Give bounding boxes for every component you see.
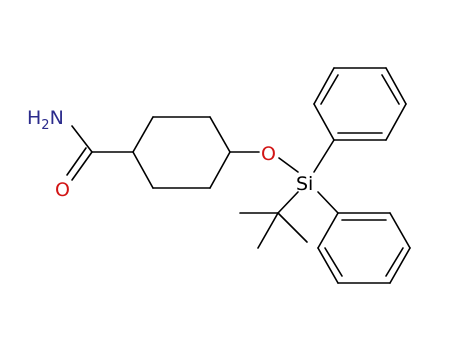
lower-phenyl-inner-2 <box>385 247 404 277</box>
ether-linkage <box>229 151 299 173</box>
upper-phenyl-inner-2 <box>381 74 400 105</box>
bond-oxygen-to-silicon <box>278 157 299 173</box>
amide-group <box>66 125 134 181</box>
upper-phenyl-bond-5 <box>385 103 407 141</box>
ring-bond-3 <box>209 116 231 153</box>
upper-phenyl-inner-1 <box>320 74 339 105</box>
bond-carbonyl-to-nitrogen <box>71 125 93 153</box>
bond-si-to-tbutyl <box>277 191 299 214</box>
bond-carbonyl-double-1 <box>71 151 93 181</box>
bond-si-to-upper-phenyl <box>313 139 335 173</box>
ether-oxygen-label: O <box>261 143 276 165</box>
lower-phenyl-bond-6 <box>317 212 339 249</box>
bond-carbonyl-double-2 <box>66 147 87 176</box>
upper-phenyl-bond-4 <box>385 67 407 105</box>
upper-phenyl-bond-2 <box>313 67 335 105</box>
cyclohexane-ring <box>132 116 231 189</box>
bond-si-to-lower-phenyl <box>317 191 339 214</box>
tert-butyl-group <box>239 212 308 249</box>
lower-phenyl-ring <box>317 212 411 284</box>
tbutyl-methyl-down <box>257 212 279 249</box>
lower-phenyl-inner-3 <box>324 247 343 277</box>
upper-phenyl-ring <box>313 67 407 141</box>
amide-nh2-label: H2N <box>27 107 64 133</box>
tbutyl-methyl-right <box>277 212 308 243</box>
lower-phenyl-bond-2 <box>389 212 411 249</box>
ring-bond-6 <box>132 151 154 189</box>
lower-phenyl-bond-3 <box>389 247 411 284</box>
silicon-bonds <box>277 139 339 214</box>
carbonyl-oxygen-label: O <box>55 179 70 201</box>
ring-bond-4 <box>209 151 231 189</box>
silicon-label: Si <box>296 173 313 195</box>
ring-bond-1 <box>132 116 154 153</box>
lower-phenyl-bond-5 <box>317 247 339 284</box>
upper-phenyl-bond-1 <box>313 103 335 141</box>
